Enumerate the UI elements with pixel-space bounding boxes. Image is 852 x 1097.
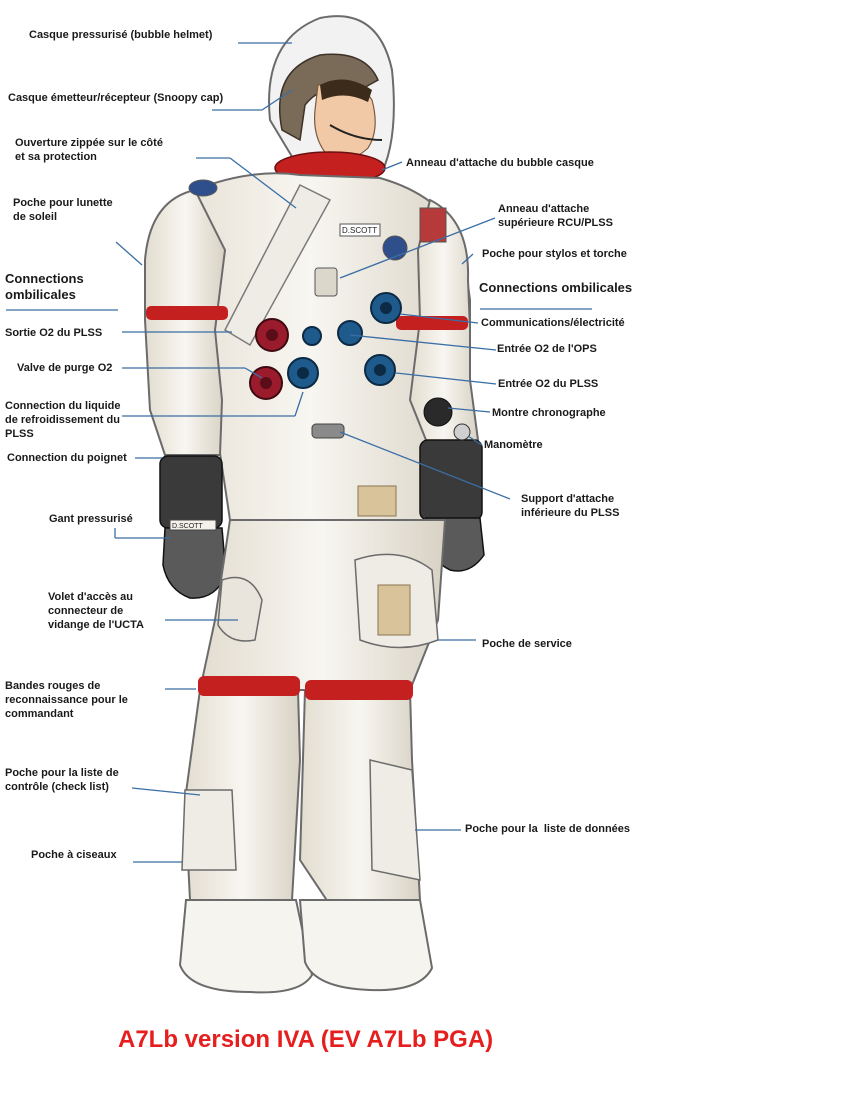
upper-attach-ring: [314, 267, 338, 297]
label-plss-inlet: Entrée O2 du PLSS: [498, 378, 599, 390]
leader-lines: [6, 42, 592, 863]
lower-support-bracket: [311, 423, 345, 439]
right-leg-red-band: [305, 680, 413, 700]
header-umbilical-left: Connections ombilicales: [5, 271, 84, 302]
right-wrist-connector: [419, 439, 483, 521]
label-wrist-connection: Connection du poignet: [7, 452, 127, 464]
data-list-pocket-shape: [369, 759, 421, 881]
left-glove-shape: [162, 527, 227, 599]
label-chrono: Montre chronographe: [492, 407, 606, 419]
label-glove: Gant pressurisé: [49, 513, 133, 525]
chrono-watch: [423, 397, 453, 427]
label-lower-support: Support d'attache inférieure du PLSS: [521, 493, 620, 519]
connector-blue-3: [337, 320, 363, 346]
left-wrist-connector: [159, 455, 223, 529]
label-ops-inlet: Entrée O2 de l'OPS: [497, 343, 597, 355]
left-arm-shape: [144, 188, 227, 456]
manometer-dial: [453, 423, 471, 441]
glove-nametag: D.SCOTT: [172, 523, 203, 530]
label-upper-ring: Anneau d'attache supérieure RCU/PLSS: [498, 203, 613, 229]
label-communications: Communications/électricité: [481, 317, 625, 329]
label-ucta-flap: Volet d'accès au connecteur de vidange d…: [48, 591, 144, 631]
label-checklist-pocket: Poche pour la liste de contrôle (check l…: [5, 767, 119, 793]
label-service-pocket: Poche de service: [482, 638, 572, 650]
label-helmet-ring: Anneau d'attache du bubble casque: [406, 157, 594, 169]
chest-nametag: D.SCOTT: [342, 226, 377, 235]
left-leg-red-band: [198, 676, 300, 696]
zip-opening-shape: [224, 183, 332, 347]
label-manometer: Manomètre: [484, 439, 543, 451]
label-scissors-pocket: Poche à ciseaux: [31, 849, 117, 861]
left-arm-red-band: [146, 306, 228, 320]
label-sortie-o2: Sortie O2 du PLSS: [5, 327, 103, 339]
connector-blue-small: [302, 326, 322, 346]
label-red-bands: Bandes rouges de reconnaissance pour le …: [5, 680, 128, 720]
right-boot-shape: [298, 899, 434, 992]
header-umbilical-right: Connections ombilicales: [479, 280, 633, 295]
ucta-flap-shape: [217, 576, 263, 642]
label-zip-opening: Ouverture zippée sur le côté et sa prote…: [15, 137, 163, 163]
left-boot-shape: [178, 899, 314, 994]
label-cooling-connection: Connection du liquide de refroidissement…: [5, 400, 121, 440]
figure-caption: A7Lb version IVA (EV A7Lb PGA): [118, 1026, 494, 1053]
label-data-list-pocket: Poche pour la liste de données: [465, 823, 631, 835]
checklist-pocket-shape: [181, 789, 237, 871]
label-bubble-helmet: Casque pressurisé (bubble helmet): [29, 29, 213, 41]
label-pen-pocket: Poche pour stylos et torche: [482, 248, 627, 260]
label-snoopy-cap: Casque émetteur/récepteur (Snoopy cap): [8, 92, 224, 104]
label-purge-valve: Valve de purge O2: [17, 362, 113, 374]
label-sunglass-pocket: Poche pour lunette de soleil: [13, 197, 113, 223]
